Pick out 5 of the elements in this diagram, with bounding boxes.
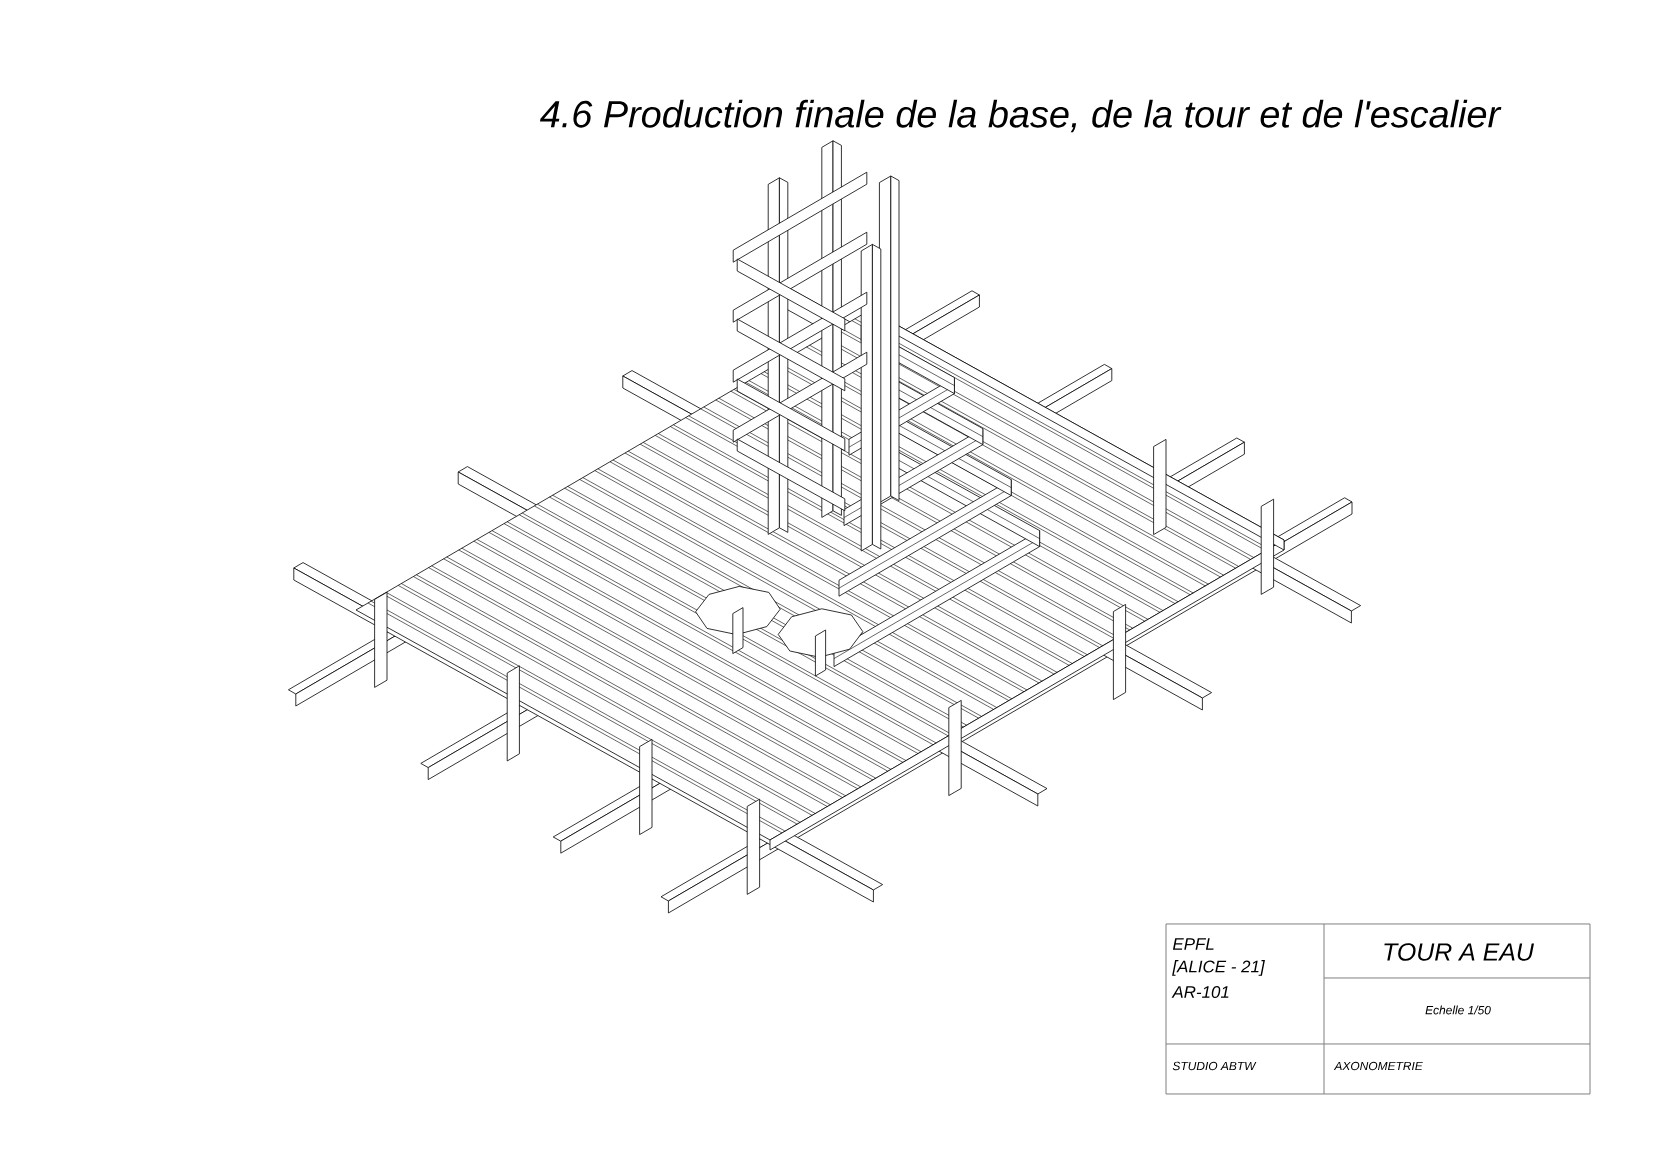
- title-block-text: TOUR A EAU: [1384, 943, 1534, 961]
- title-block-text: EPFL: [1172, 938, 1214, 950]
- title-block-text: AR-101: [1171, 986, 1229, 998]
- page-title: 4.6 Production finale de la base, de la tour et de l'escalier: [539, 99, 1502, 133]
- title-block-text: [ALICE - 21]: [1172, 960, 1265, 976]
